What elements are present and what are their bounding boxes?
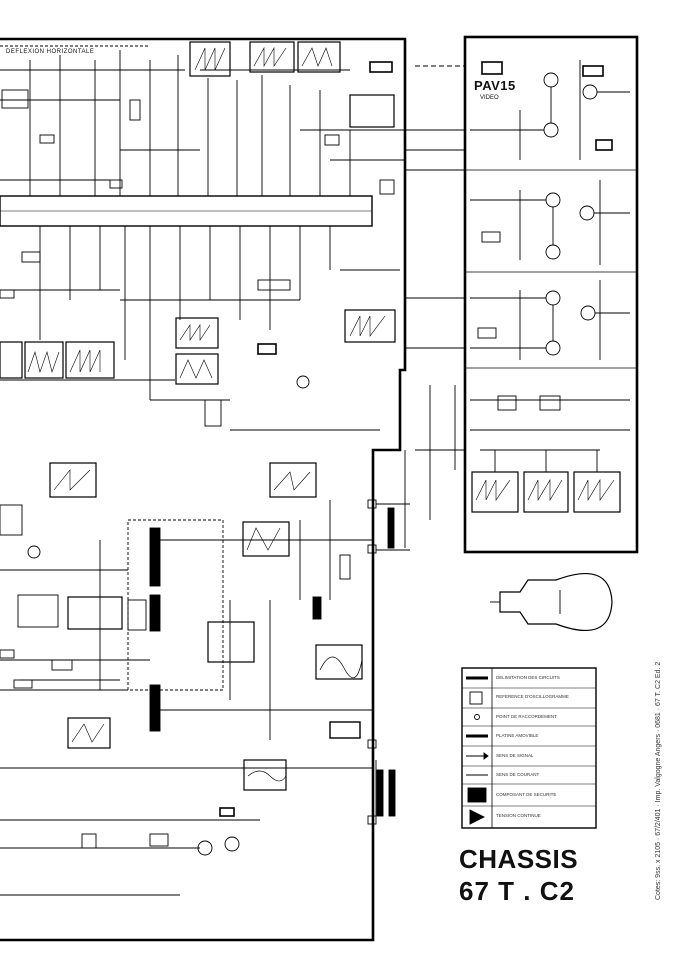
legend-item: DELIMITATION DES CIRCUITS: [496, 675, 560, 680]
video-panel-title: PAV15: [474, 78, 516, 93]
sub-board-dashed: [127, 519, 224, 691]
pav15-panel-border: [463, 35, 639, 554]
video-panel-subtitle: VIDEO: [480, 95, 499, 101]
side-caption: Cotes: 9ss. x 2105 · 67/2/401 · Imp. Val…: [655, 661, 662, 900]
legend-box: [461, 667, 597, 829]
legend-item: COMPOSANT DE SECURITE: [496, 792, 557, 797]
legend-item: POINT DE RACCORDEMENT: [496, 714, 557, 719]
crt-tube: [499, 572, 613, 632]
main-board-border: [0, 37, 407, 942]
title-chassis: CHASSIS: [459, 844, 579, 874]
legend-item: SENS DE COURANT: [496, 772, 540, 777]
title-model: 67 T . C2: [459, 876, 575, 906]
legend-item: PLATINE AMOVIBLE: [496, 733, 539, 738]
section-header: DEFLEXION HORIZONTALE: [6, 49, 95, 55]
legend-item: REFERENCE D'OSCILLOGRAMME: [496, 694, 569, 699]
legend-item: TENSION CONTINUE: [496, 813, 541, 818]
legend-item: SENS DE SIGNAL: [496, 753, 534, 758]
